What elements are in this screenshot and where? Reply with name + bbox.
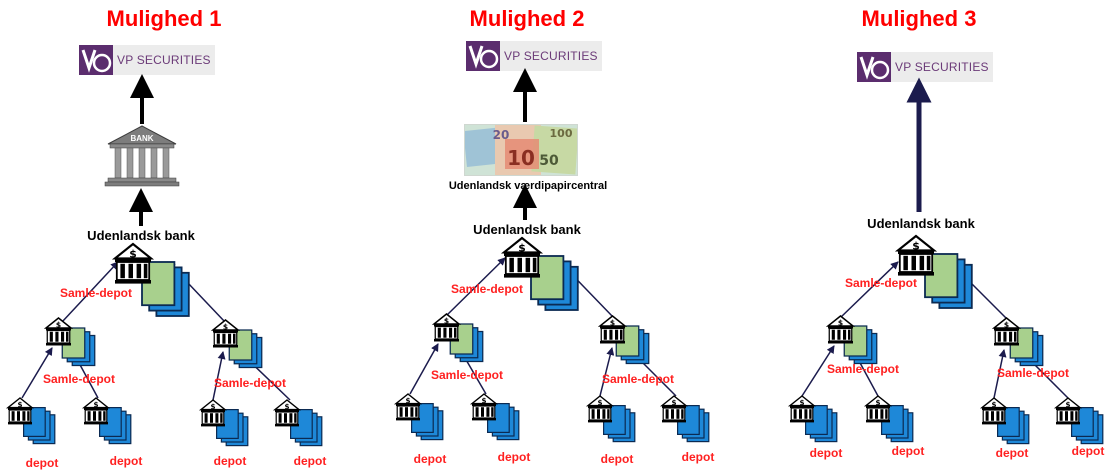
vp-securities-text: VP SECURITIES <box>504 49 598 63</box>
depot-node <box>7 397 56 445</box>
option-1-diagram <box>7 74 323 447</box>
samle-depot-label: Samle-depot <box>430 368 504 382</box>
depot-node <box>200 399 249 447</box>
option-2-title: Mulighed 2 <box>469 6 585 31</box>
vp-logo-icon <box>857 52 891 82</box>
connector-line <box>801 345 835 397</box>
depot-label: depot <box>891 444 925 458</box>
svg-text:10: 10 <box>507 146 535 170</box>
depot-node <box>274 399 323 447</box>
depot-label: depot <box>497 450 531 464</box>
svg-text:100: 100 <box>550 127 573 140</box>
foreign-bank-node <box>113 242 190 317</box>
depot-label: depot <box>809 446 843 460</box>
connector-line <box>599 347 615 397</box>
depot-label: depot <box>995 446 1029 460</box>
depot-node <box>587 395 636 443</box>
samle-depot-label: Samle-depot <box>450 282 524 296</box>
samle-depot-label: Samle-depot <box>826 362 900 376</box>
samle-depot-node <box>827 315 878 365</box>
depot-label: depot <box>1071 444 1105 458</box>
vp-securities-logo-2: VP SECURITIES <box>466 41 602 71</box>
connector-line <box>21 347 53 399</box>
foreign-bank-node <box>896 234 973 309</box>
depot-node <box>789 395 838 443</box>
depot-label: depot <box>600 452 634 466</box>
bank-building-icon <box>104 125 180 187</box>
depot-label: depot <box>213 454 247 468</box>
vp-securities-text: VP SECURITIES <box>117 53 211 67</box>
depot-node <box>1055 397 1104 445</box>
foreign-csd-label: Udenlandsk værdipapircentral <box>448 180 608 192</box>
depot-label: depot <box>25 456 59 470</box>
samle-depot-label: Samle-depot <box>42 372 116 386</box>
foreign-bank-label: Udenlandsk bank <box>867 216 975 231</box>
vp-securities-logo-3: VP SECURITIES <box>857 52 993 82</box>
depot-node <box>981 397 1030 445</box>
connector-line <box>445 257 506 317</box>
vp-securities-text: VP SECURITIES <box>895 60 989 74</box>
connector-line <box>212 351 226 401</box>
connector-line <box>839 261 899 319</box>
svg-text:20: 20 <box>493 128 510 142</box>
depot-label: depot <box>681 450 715 464</box>
foreign-bank-node <box>502 236 579 311</box>
option-3-title: Mulighed 3 <box>861 6 977 31</box>
samle-depot-label: Samle-depot <box>59 286 133 300</box>
connector-line <box>409 343 439 395</box>
option-2-diagram <box>395 68 710 443</box>
samle-depot-node <box>433 313 484 363</box>
vp-securities-logo-1: VP SECURITIES <box>79 45 215 75</box>
depot-label: depot <box>109 454 143 468</box>
connector-line <box>993 349 1007 399</box>
foreign-bank-label: Udenlandsk bank <box>87 228 195 243</box>
depot-label: depot <box>413 452 447 466</box>
connector-line <box>61 261 119 323</box>
depot-node <box>395 393 444 441</box>
samle-depot-label: Samle-depot <box>601 372 675 386</box>
depot-node <box>83 397 132 445</box>
samle-depot-label: Samle-depot <box>213 376 287 390</box>
foreign-bank-label: Udenlandsk bank <box>473 222 581 237</box>
samle-depot-node <box>45 317 96 367</box>
vp-logo-icon <box>79 45 113 75</box>
banknotes-image: 10 20 100 50 <box>464 124 578 176</box>
depot-node <box>661 395 710 443</box>
samle-depot-label: Samle-depot <box>996 366 1070 380</box>
samle-depot-node <box>599 315 650 365</box>
samle-depot-node <box>993 317 1044 367</box>
samle-depot-node <box>212 319 263 369</box>
depot-node <box>865 395 914 443</box>
option-3-diagram <box>789 77 1104 445</box>
depot-label: depot <box>293 454 327 468</box>
bank-icon-label: BANK <box>130 134 154 143</box>
vp-logo-icon <box>466 41 500 71</box>
samle-depot-label: Samle-depot <box>844 276 918 290</box>
option-1-title: Mulighed 1 <box>106 6 222 31</box>
depot-node <box>471 393 520 441</box>
svg-text:50: 50 <box>539 153 559 169</box>
banknotes-icon: 10 20 100 50 <box>465 125 577 175</box>
